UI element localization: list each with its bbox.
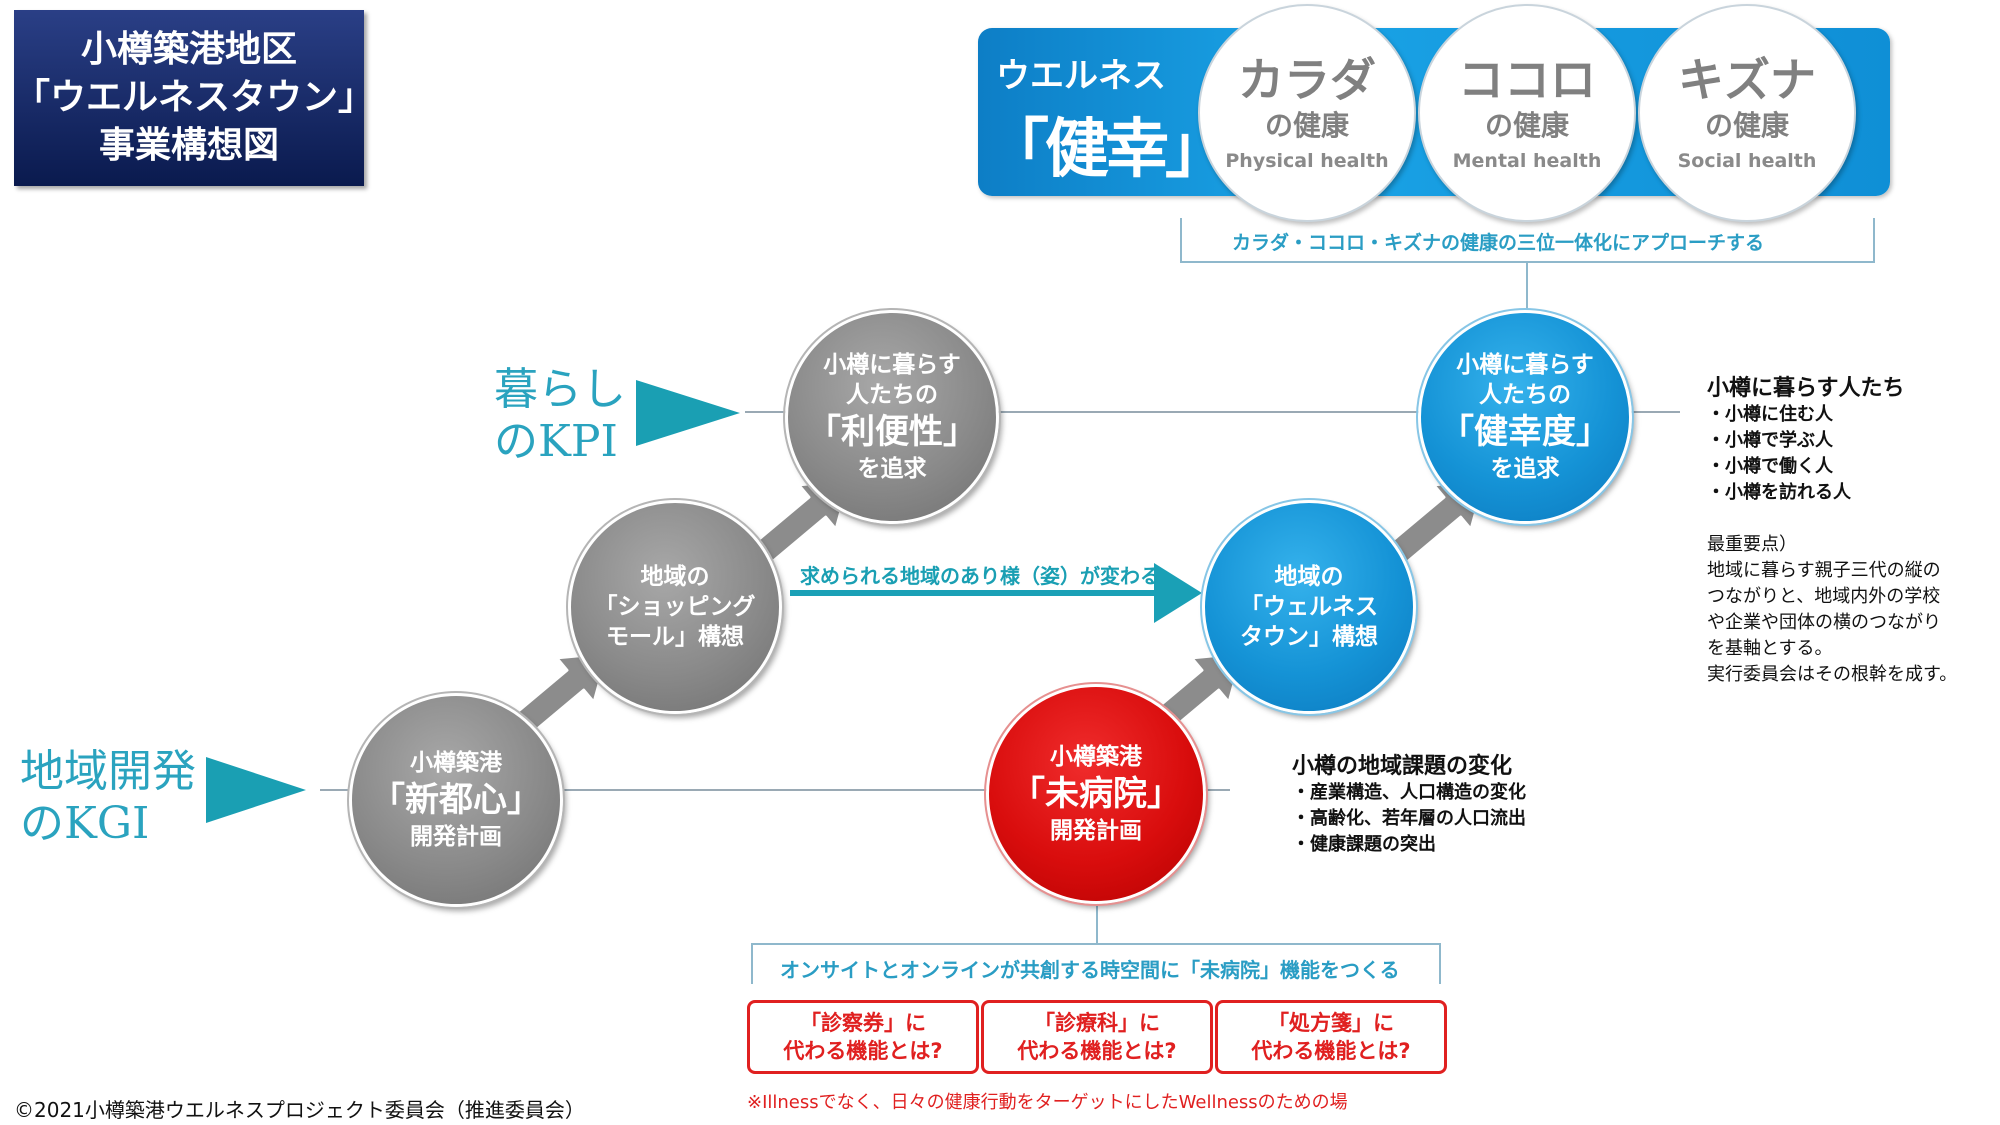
circle-line: 地域の	[640, 564, 710, 590]
wellness-circle-en: Social health	[1677, 150, 1817, 172]
box-line1: 「診療科」に	[1034, 1011, 1160, 1035]
circle-mibyoin: 小樽築港 「未病院」 開発計画	[984, 682, 1208, 906]
wellness-circle-en: Physical health	[1225, 150, 1389, 172]
people-item: ・小樽で学ぶ人	[1707, 430, 1833, 451]
circle-line: を追求	[857, 456, 927, 482]
issues-item: ・産業構造、人口構造の変化	[1292, 782, 1526, 803]
people-note: や企業や団体の横のつながり	[1707, 612, 1941, 633]
circle-line: 「ショッピング	[594, 594, 756, 620]
title-line3: 事業構想図	[98, 125, 279, 166]
wellness-note: ※Illnessでなく、日々の健康行動をターゲットにしたWellnessのための…	[747, 1092, 1348, 1113]
circle-line: 小樽築港	[1050, 744, 1142, 770]
people-note: つながりと、地域内外の学校	[1707, 586, 1941, 607]
top-bracket-text: カラダ・ココロ・キズナの健康の三位一体化にアプローチする	[1232, 232, 1765, 254]
circle-line: 開発計画	[1050, 818, 1142, 844]
wellness-circle-main: キズナ	[1678, 53, 1816, 107]
circle-kenkodo: 小樽に暮らす 人たちの 「健幸度」 を追求	[1416, 308, 1634, 526]
circle-shintoshin: 小樽築港 「新都心」 開発計画	[347, 691, 565, 909]
issues-item: ・健康課題の突出	[1292, 834, 1436, 855]
box-shinsatsuken: 「診察券」に 代わる機能とは?	[747, 1000, 979, 1074]
box-line1: 「処方箋」に	[1268, 1011, 1394, 1035]
people-note: 最重要点）	[1707, 534, 1797, 555]
circle-line: 開発計画	[410, 824, 502, 850]
kpi-label-line1: 暮らし	[494, 364, 626, 415]
circle-shopping-mall: 地域の 「ショッピング モール」構想	[566, 498, 784, 716]
issues-item: ・高齢化、若年層の人口流出	[1292, 808, 1526, 829]
box-shohosen: 「処方箋」に 代わる機能とは?	[1215, 1000, 1447, 1074]
circle-line: モール」構想	[606, 624, 744, 650]
people-block: 小樽に暮らす人たち ・小樽に住む人 ・小樽で学ぶ人 ・小樽で働く人 ・小樽を訪れ…	[1707, 370, 1997, 688]
people-item: ・小樽を訪れる人	[1707, 482, 1851, 503]
people-head: 小樽に暮らす人たち	[1707, 376, 1905, 401]
wellness-circle-main: ココロ	[1458, 53, 1596, 107]
circle-keyword: 「利便性」	[807, 412, 977, 452]
wellness-circle-physical: カラダ の健康 Physical health	[1198, 4, 1416, 222]
wellness-circle-main: カラダ	[1238, 53, 1376, 107]
kgi-label: 地域開発 のKGI	[20, 746, 196, 850]
circle-keyword: 「健幸度」	[1440, 412, 1610, 452]
kgi-label-line1: 地域開発	[20, 746, 196, 797]
title-line2: 「ウエルネスタウン」	[14, 77, 375, 118]
kpi-label: 暮らし のKPI	[494, 364, 626, 468]
title-line1: 小樽築港地区	[80, 29, 297, 70]
wellness-circle-en: Mental health	[1452, 150, 1602, 172]
wellness-circle-sub: の健康	[1484, 109, 1569, 142]
wellness-circle-sub: の健康	[1704, 109, 1789, 142]
circle-line: 小樽に暮らす	[823, 352, 961, 378]
circle-line: 小樽築港	[410, 750, 502, 776]
middle-arrow-text: 求められる地域のあり様（姿）が変わる	[800, 564, 1160, 588]
kpi-label-line2: のKPI	[494, 416, 618, 467]
people-item: ・小樽で働く人	[1707, 456, 1833, 477]
people-note: 実行委員会はその根幹を成す。	[1707, 664, 1958, 685]
wellness-circle-mental: ココロ の健康 Mental health	[1418, 4, 1636, 222]
wellness-circle-social: キズナ の健康 Social health	[1638, 4, 1856, 222]
wellness-label: ウエルネス	[996, 56, 1166, 96]
issues-block: 小樽の地域課題の変化 ・産業構造、人口構造の変化 ・高齢化、若年層の人口流出 ・…	[1292, 748, 1692, 858]
circle-line: タウン」構想	[1240, 624, 1378, 650]
kgi-triangle	[206, 757, 306, 823]
title-box: 小樽築港地区 「ウエルネスタウン」 事業構想図	[14, 10, 375, 186]
circle-line: を追求	[1490, 456, 1560, 482]
circle-line: 「ウェルネス	[1240, 594, 1378, 620]
circle-benrisei: 小樽に暮らす 人たちの 「利便性」 を追求	[783, 308, 1001, 526]
circle-line: 地域の	[1274, 564, 1344, 590]
circle-line: 人たちの	[1479, 382, 1571, 408]
kenko-label: 「健幸」	[985, 113, 1229, 187]
circle-keyword: 「新都心」	[371, 780, 541, 820]
box-line2: 代わる機能とは?	[1017, 1039, 1177, 1063]
circle-wellness-town: 地域の 「ウェルネス タウン」構想	[1200, 498, 1418, 716]
people-note: を基軸とする。	[1707, 638, 1833, 659]
people-item: ・小樽に住む人	[1707, 404, 1833, 425]
copyright: ©2021小樽築港ウエルネスプロジェクト委員会（推進委員会）	[14, 1098, 585, 1122]
box-shinryoka: 「診療科」に 代わる機能とは?	[981, 1000, 1213, 1074]
kpi-triangle	[636, 380, 740, 446]
wellness-circle-sub: の健康	[1264, 109, 1349, 142]
bottom-bracket-text: オンサイトとオンラインが共創する時空間に「未病院」機能をつくる	[780, 958, 1400, 982]
box-line1: 「診察券」に	[800, 1011, 926, 1035]
box-line2: 代わる機能とは?	[783, 1039, 943, 1063]
people-note: 地域に暮らす親子三代の縦の	[1707, 560, 1941, 581]
issues-head: 小樽の地域課題の変化	[1292, 754, 1513, 779]
box-line2: 代わる機能とは?	[1251, 1039, 1411, 1063]
circle-line: 小樽に暮らす	[1456, 352, 1594, 378]
circle-line: 人たちの	[846, 382, 938, 408]
kgi-label-line2: のKGI	[20, 798, 150, 849]
circle-keyword: 「未病院」	[1011, 774, 1181, 814]
